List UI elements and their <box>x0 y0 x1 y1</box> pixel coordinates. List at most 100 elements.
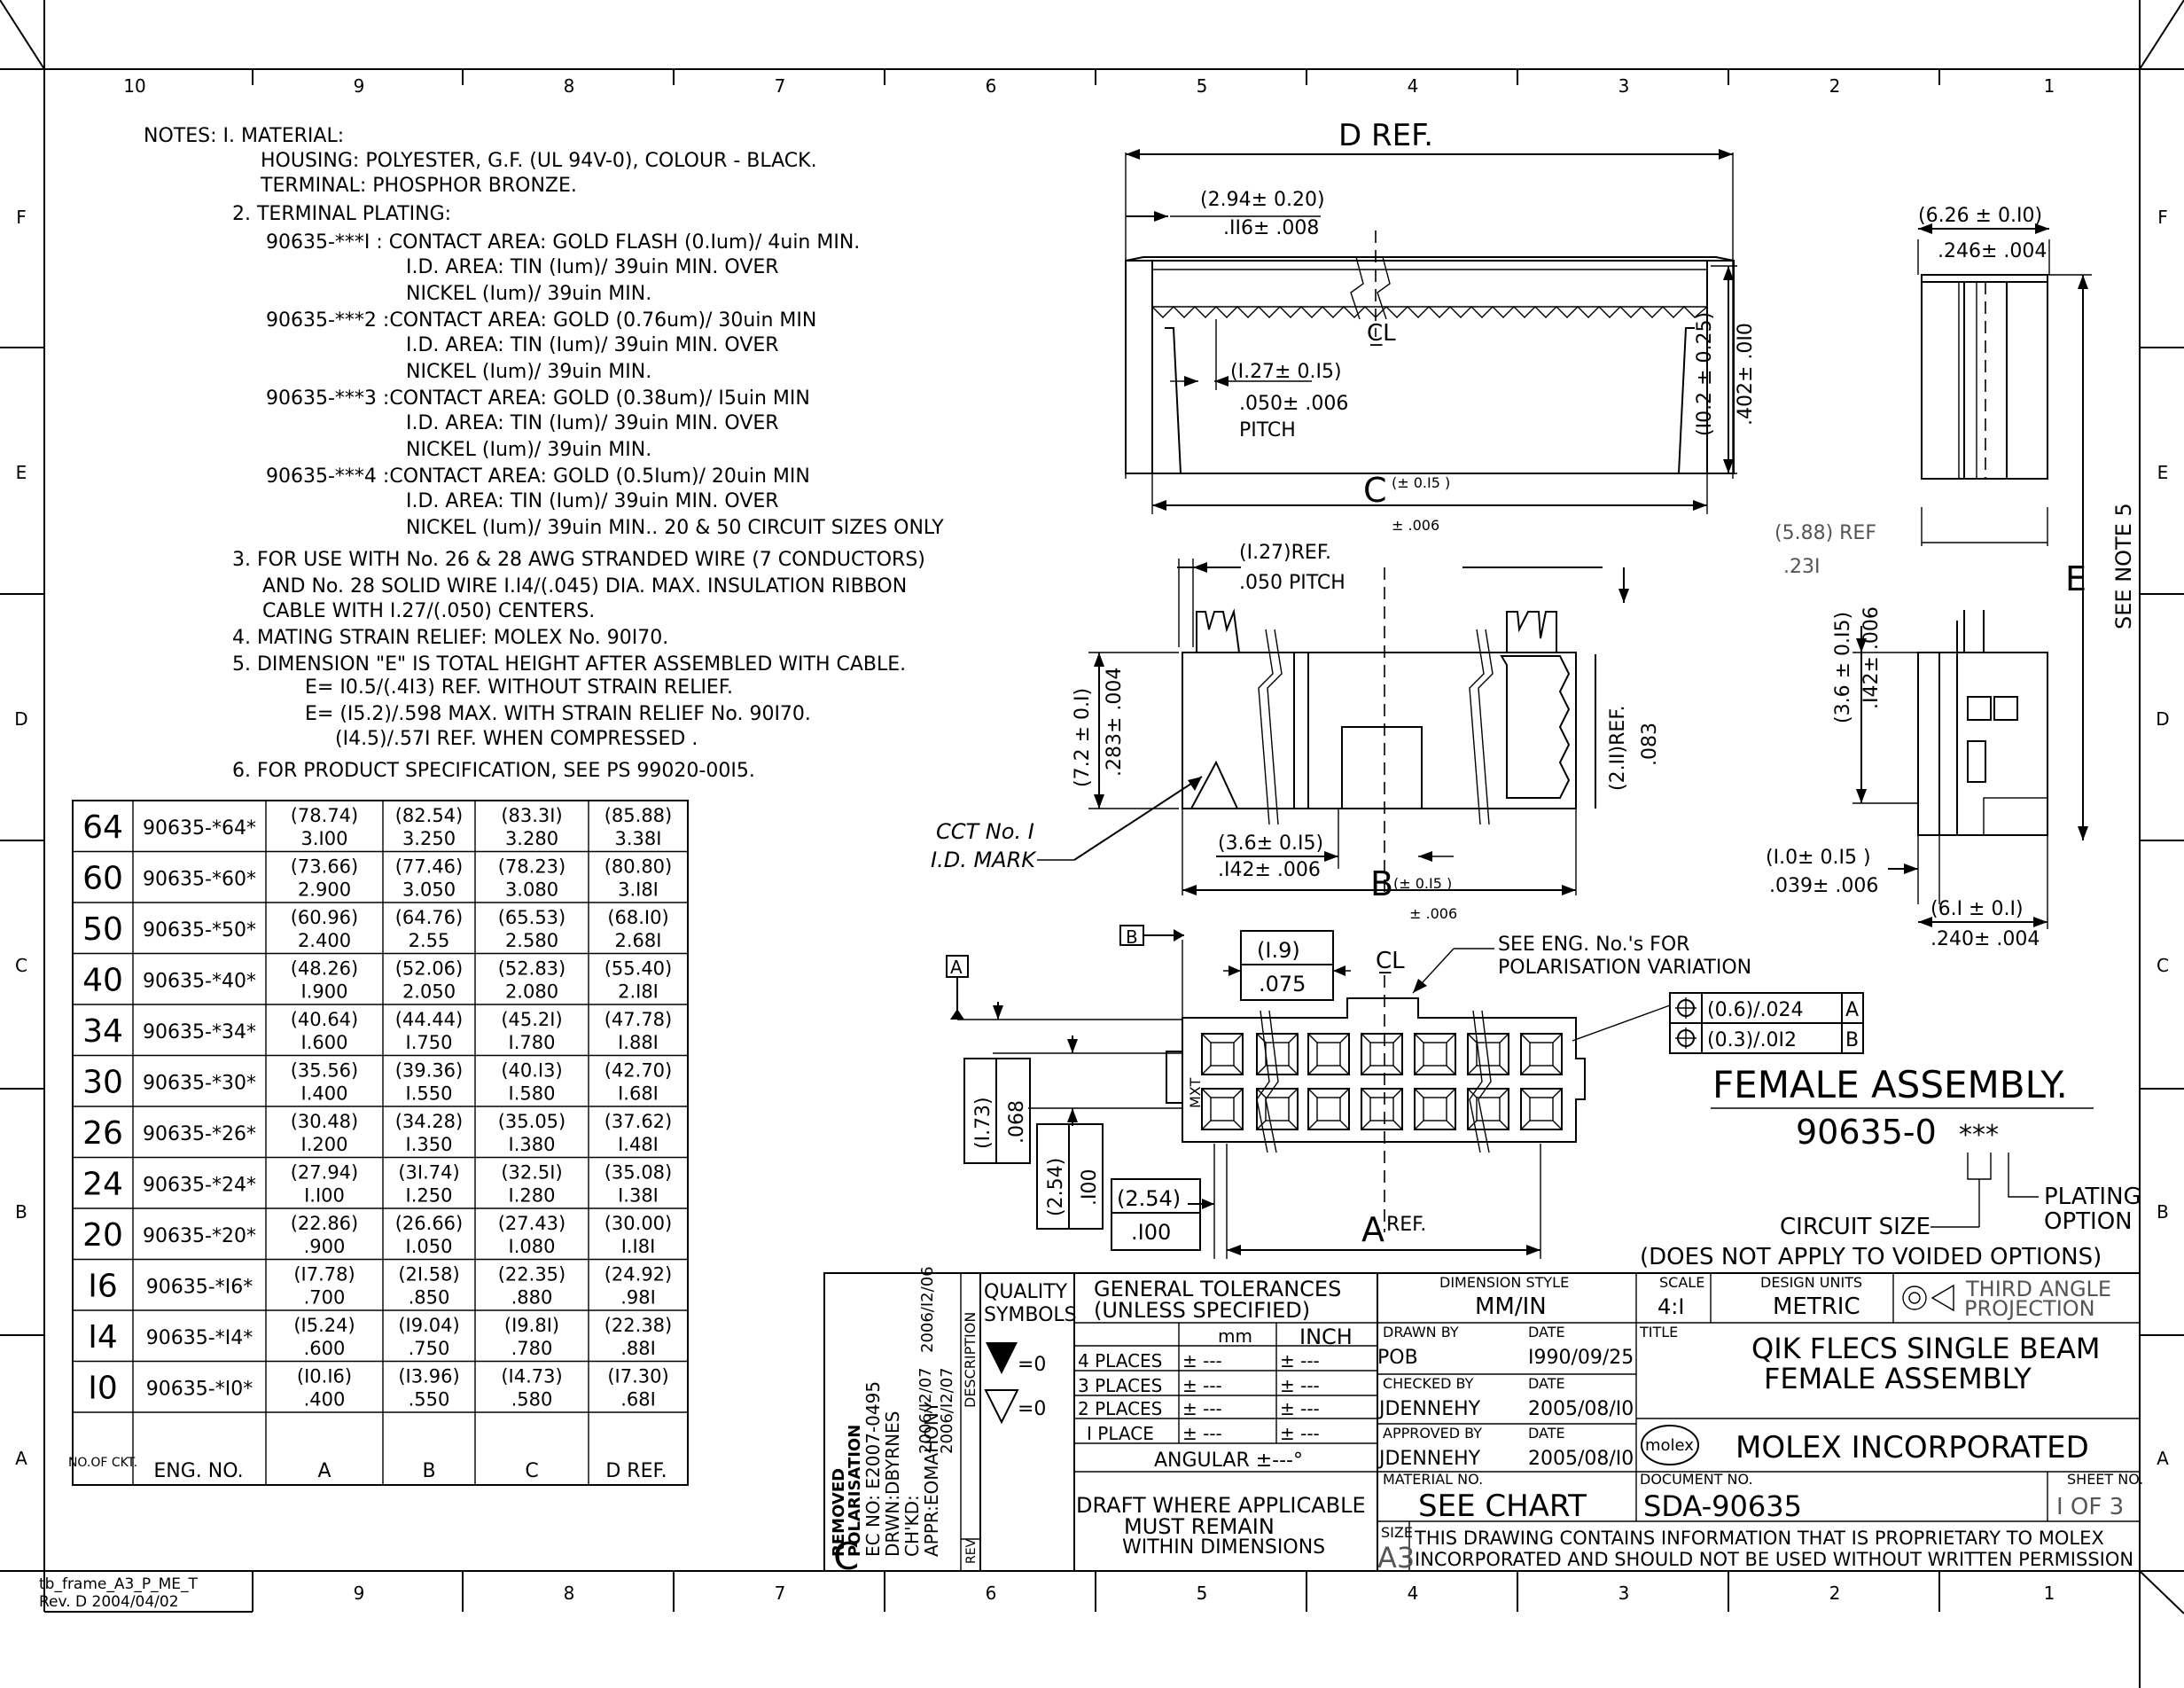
note-line: 6. FOR PRODUCT SPECIFICATION, SEE PS 990… <box>232 760 755 782</box>
mxt-mark: MXT <box>1187 1078 1204 1108</box>
dim-c-in: 3.280 <box>505 828 558 849</box>
quality-title-2: SYMBOLS <box>984 1304 1077 1326</box>
side10-mm: (I.0± 0.I5 ) <box>1766 847 1871 869</box>
note-line: E= I0.5/(.4I3) REF. WITHOUT STRAIN RELIE… <box>305 676 733 699</box>
sheet-label: SHEET NO. <box>2067 1471 2143 1488</box>
dim-a-mm: (I5.24) <box>293 1315 355 1336</box>
tol-row-label: 2 PLACES <box>1078 1398 1162 1419</box>
dim254v-mm: (2.54) <box>1045 1158 1067 1216</box>
quality-eq-1: =0 <box>1018 1354 1046 1376</box>
dim-d-mm: (37.62) <box>604 1111 673 1132</box>
molex-logo <box>1641 1425 1699 1465</box>
row-label-right-b: B <box>2157 1201 2169 1223</box>
dim-b-mm: (34.28) <box>395 1111 464 1132</box>
checked-by-label: CHECKED BY <box>1383 1375 1474 1392</box>
drawing-title-2: FEMALE ASSEMBLY <box>1764 1362 2032 1395</box>
contact-cell <box>1256 1033 1299 1075</box>
col-label-top-10: 10 <box>123 75 145 97</box>
side-view-top: (6.26 ± 0.I0) .246± .004 E SEE NOTE 5 (5… <box>1774 205 2136 840</box>
dim-d-in: 2.I8I <box>618 981 659 1003</box>
tol-row-label: 3 PLACES <box>1078 1375 1162 1396</box>
side-ref-mm: (5.88) REF <box>1774 522 1876 544</box>
size-label: SIZE <box>1381 1524 1413 1541</box>
company-name: MOLEX INCORPORATED <box>1736 1430 2089 1465</box>
dim-d-in: I.I8I <box>621 1236 656 1257</box>
contact-cell <box>1520 1088 1563 1130</box>
note-line: NICKEL (Ium)/ 39uin MIN.. 20 & 50 CIRCUI… <box>406 517 944 539</box>
note-line: I.D. AREA: TIN (Ium)/ 39uin MIN. OVER <box>406 490 779 512</box>
tolerance-block: GENERAL TOLERANCES (UNLESS SPECIFIED) mm… <box>1073 1272 1378 1572</box>
dim-b-mm: (77.46) <box>395 856 464 878</box>
dim-b-mm: (I3.96) <box>398 1366 459 1387</box>
design-units-value: METRIC <box>1773 1293 1860 1320</box>
c-tol-mm: (± 0.I5 ) <box>1392 474 1450 491</box>
tol-row-label: I PLACE <box>1087 1423 1154 1444</box>
note-line: I.D. AREA: TIN (Ium)/ 39uin MIN. OVER <box>406 334 779 356</box>
document-label: DOCUMENT NO. <box>1640 1471 1753 1488</box>
datum-a-label: A <box>950 957 963 978</box>
table-header-d: D REF. <box>605 1460 667 1482</box>
dim-d-in: .68I <box>620 1389 656 1411</box>
dim-d-in: 3.I8I <box>618 879 659 901</box>
dim-b-in: I.750 <box>406 1032 453 1053</box>
side61-in: .240± .004 <box>1930 928 2040 950</box>
dim-a-in: .400 <box>304 1389 346 1411</box>
note-line: 90635-***I : CONTACT AREA: GOLD FLASH (0… <box>266 231 860 254</box>
front-view-top: D REF. (2.94± 0.20) .II6± .008 C̲L (I.27… <box>1125 118 1757 534</box>
dim173-in: .068 <box>1006 1100 1028 1144</box>
a-ref-sup: REF. <box>1386 1214 1426 1236</box>
rev-line-ec: EC NO: E2007-0495 <box>862 1381 884 1557</box>
dim-d-in: I.88I <box>618 1032 659 1053</box>
col-label-bottom-2: 2 <box>1829 1582 1841 1604</box>
tol-row-label: 4 PLACES <box>1078 1350 1162 1372</box>
dim-c-in: I.780 <box>509 1032 556 1053</box>
dim-b-mm: (82.54) <box>395 805 464 826</box>
dim-d-mm: (24.92) <box>604 1264 673 1286</box>
engineering-number: 90635-*24* <box>143 1175 256 1197</box>
col-label-top-6: 6 <box>986 75 997 97</box>
dim-c-in: 3.080 <box>505 879 558 901</box>
b-dimension-label: B <box>1370 864 1393 903</box>
dim-a-mm: (73.66) <box>291 856 359 878</box>
dim-b-in: I.550 <box>406 1083 453 1105</box>
circuit-count: I6 <box>88 1269 118 1305</box>
contact-cell <box>1414 1088 1456 1130</box>
row-label-left-a: A <box>15 1448 27 1469</box>
circuit-count: 40 <box>82 963 123 999</box>
col-label-top-4: 4 <box>1408 75 1419 97</box>
dim-d-mm: (47.78) <box>604 1009 673 1030</box>
approved-date: 2005/08/I0 <box>1528 1448 1634 1470</box>
projection-line-1: THIRD ANGLE <box>1965 1277 2111 1301</box>
engineering-number: 90635-*20* <box>143 1225 256 1247</box>
dim-height72-mm: (7.2 ± 0.I) <box>1072 688 1094 787</box>
circuit-count: I4 <box>88 1319 118 1356</box>
tol-col-mm: mm <box>1218 1325 1252 1347</box>
note-line: NOTES: I. MATERIAL: <box>144 125 344 147</box>
dim-b-in: .750 <box>409 1338 450 1359</box>
dim-a-mm: (60.96) <box>291 907 359 928</box>
dim254h-mm: (2.54) <box>1117 1186 1181 1211</box>
engineering-number: 90635-*26* <box>143 1123 256 1145</box>
dim-a-mm: (I7.78) <box>293 1264 355 1286</box>
row-label-right-c: C <box>2157 955 2169 976</box>
dim-b-in: I.350 <box>406 1134 453 1155</box>
dim-a-in: I.I00 <box>304 1185 345 1207</box>
col-label-bottom-4: 4 <box>1408 1582 1419 1604</box>
dim-c-mm: (52.83) <box>498 958 566 980</box>
checked-by: JDENNEHY <box>1377 1398 1481 1420</box>
dim-b-in: I.050 <box>406 1236 453 1257</box>
dim-a-mm: (48.26) <box>291 958 359 980</box>
material-value: SEE CHART <box>1418 1489 1587 1524</box>
note-line: NICKEL (Ium)/ 39uin MIN. <box>406 283 651 305</box>
dim-b-mm: (44.44) <box>395 1009 464 1030</box>
rev-line-drawn: DRWN:DBYRNES <box>882 1411 903 1557</box>
engineering-number: 90635-*30* <box>143 1073 256 1095</box>
dim-a-mm: (35.56) <box>291 1060 359 1082</box>
dim-a-in: .600 <box>304 1338 346 1359</box>
circuit-count: 20 <box>82 1217 123 1254</box>
